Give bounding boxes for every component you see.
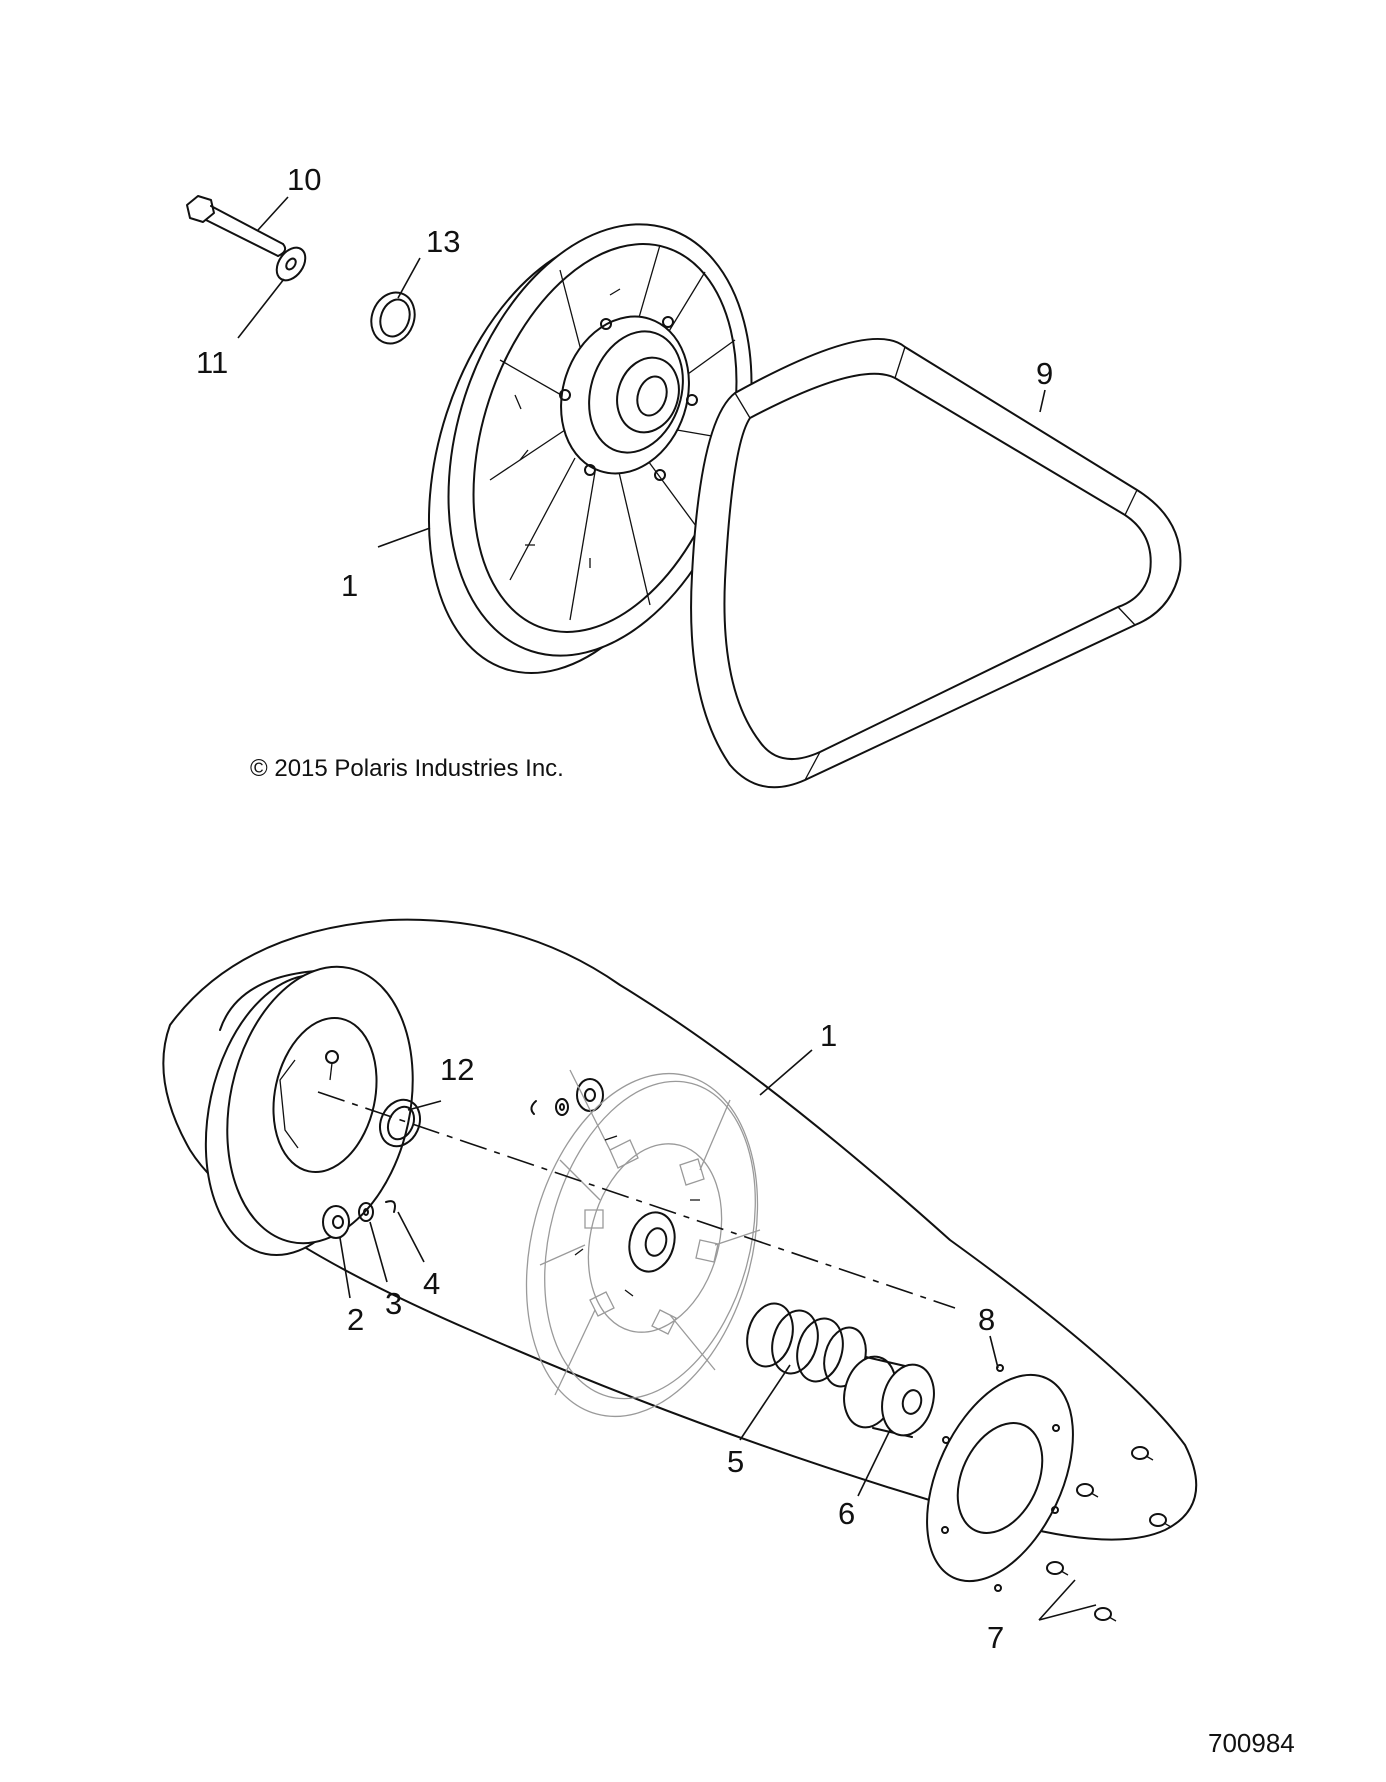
callout-8: 8 xyxy=(978,1302,995,1337)
callout-3: 3 xyxy=(385,1286,402,1321)
callout-11: 11 xyxy=(196,345,228,380)
driven-clutch-part-1 xyxy=(427,223,753,675)
leader-lines-top xyxy=(237,196,1046,548)
ring-part-13 xyxy=(370,291,416,345)
center-axis xyxy=(317,1091,956,1309)
leader-lines-bottom xyxy=(339,1049,1097,1621)
moveable-sheave-ghost xyxy=(525,1069,761,1418)
copyright-notice: © 2015 Polaris Industries Inc. xyxy=(250,755,564,782)
callout-5: 5 xyxy=(727,1444,744,1479)
screws-part-7 xyxy=(1046,1446,1172,1622)
spring-part-5 xyxy=(746,1302,867,1388)
washer-part-3 xyxy=(358,1202,374,1222)
spacer-part-6 xyxy=(843,1355,935,1438)
roller-set-upper xyxy=(530,1078,604,1116)
callout-6: 6 xyxy=(838,1496,855,1531)
callout-9: 9 xyxy=(1036,356,1053,391)
drive-belt-part-9 xyxy=(690,337,1182,789)
callout-4: 4 xyxy=(423,1266,440,1301)
callout-7: 7 xyxy=(987,1620,1004,1655)
callout-13: 13 xyxy=(426,224,460,259)
e-clip-part-4 xyxy=(385,1200,396,1213)
roller-part-2 xyxy=(322,1205,350,1239)
driven-clutch-outline-part-1 xyxy=(162,918,1198,1541)
ring-part-12 xyxy=(379,1098,421,1148)
callout-2: 2 xyxy=(347,1302,364,1337)
sheave xyxy=(204,965,414,1257)
callout-1-bottom: 1 xyxy=(820,1018,837,1053)
callout-1-top: 1 xyxy=(341,568,358,603)
callout-10: 10 xyxy=(287,162,321,197)
cover-plate-part-8 xyxy=(926,1364,1074,1592)
bolt-part-10 xyxy=(186,195,287,257)
figure-number: 700984 xyxy=(1208,1728,1295,1758)
washer-part-11 xyxy=(275,246,307,282)
callout-12: 12 xyxy=(440,1052,474,1087)
